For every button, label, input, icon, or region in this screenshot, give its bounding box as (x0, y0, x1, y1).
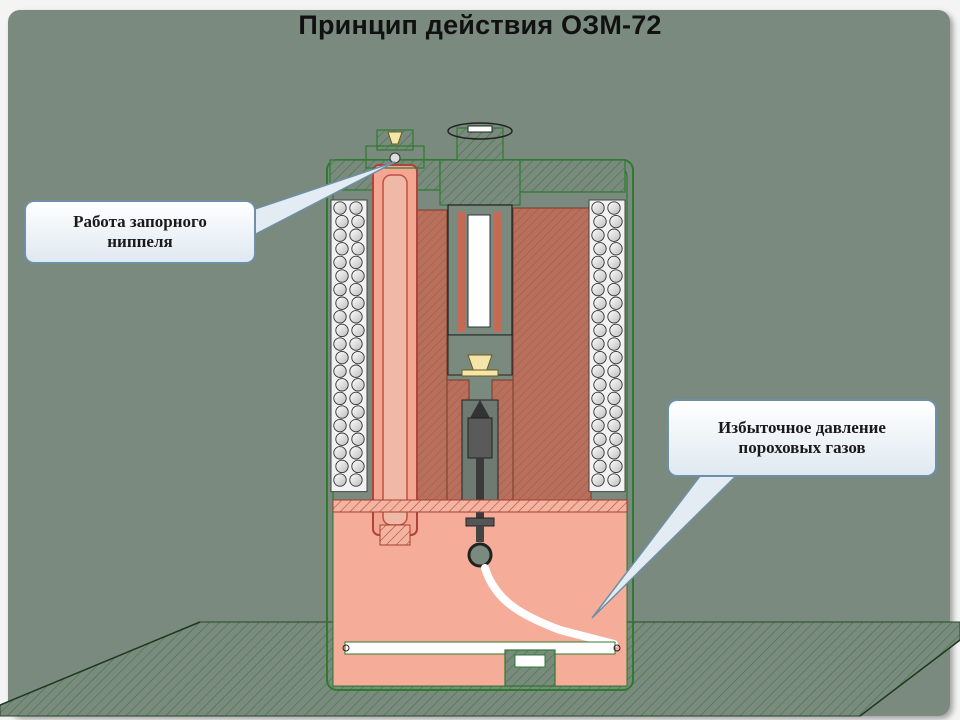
fragment-ball (591, 201, 605, 215)
fragment-ball (609, 378, 623, 392)
fragment-ball (591, 228, 605, 242)
fragment-ball (349, 282, 363, 297)
fragment-ball (607, 446, 621, 460)
fragment-ball (607, 228, 621, 242)
fragment-ball (351, 350, 365, 365)
fragment-ball (607, 282, 621, 297)
fragment-ball (609, 350, 623, 365)
fragment-ball (349, 255, 363, 270)
fragment-ball (349, 473, 363, 487)
fragment-ball (351, 405, 365, 419)
fragments-left (330, 199, 368, 493)
fragment-ball (591, 337, 605, 351)
support-plate (332, 499, 628, 513)
fragment-ball (333, 473, 347, 487)
fragment-ball (333, 201, 347, 215)
callout-gas-pressure: Избыточное давление пороховых газов (667, 399, 937, 477)
fragment-ball (607, 337, 621, 351)
fragment-ball (333, 282, 347, 297)
fragment-ball (349, 364, 363, 378)
fragment-ball (591, 255, 605, 270)
fragment-ball (593, 350, 607, 365)
nipple-tube (365, 129, 425, 546)
fragment-ball (593, 214, 607, 229)
fragment-ball (349, 228, 363, 242)
fragment-ball (333, 228, 347, 242)
fragment-ball (349, 310, 363, 324)
fragment-ball (335, 269, 349, 283)
fragment-ball (609, 432, 623, 446)
fragment-ball (591, 310, 605, 324)
fragment-ball (609, 269, 623, 283)
fragment-ball (333, 310, 347, 324)
fragment-ball (351, 214, 365, 229)
fragment-ball (333, 255, 347, 270)
fragment-ball (593, 323, 607, 338)
gas-channel (342, 564, 621, 687)
fragment-ball (607, 201, 621, 215)
fragment-ball (591, 391, 605, 406)
fragment-ball (351, 296, 365, 310)
fragment-ball (349, 446, 363, 460)
fragment-ball (607, 310, 621, 324)
fragment-ball (351, 323, 365, 338)
fragment-ball (349, 337, 363, 351)
fragment-ball (335, 323, 349, 338)
callout-shutoff-nipple-text: Работа запорного ниппеля (73, 212, 207, 251)
fuse-well (439, 122, 521, 377)
fragment-ball (609, 214, 623, 229)
fragment-ball (593, 269, 607, 283)
fragment-ball (333, 418, 347, 433)
fragment-ball (351, 432, 365, 446)
fragments-right (588, 199, 626, 493)
fragment-ball (335, 432, 349, 446)
fragment-ball (335, 405, 349, 419)
fragment-ball (609, 459, 623, 474)
fragment-ball (607, 255, 621, 270)
fragment-ball (593, 405, 607, 419)
fragment-ball (351, 242, 365, 256)
callout-shutoff-nipple: Работа запорного ниппеля (24, 200, 256, 264)
fragment-ball (609, 405, 623, 419)
fragment-ball (609, 296, 623, 310)
fragment-ball (591, 418, 605, 433)
fragment-ball (333, 337, 347, 351)
fragment-ball (335, 459, 349, 474)
fragment-ball (335, 296, 349, 310)
fragment-ball (349, 418, 363, 433)
striker (461, 399, 499, 568)
fragment-ball (593, 432, 607, 446)
fragment-ball (607, 364, 621, 378)
fragment-ball (333, 446, 347, 460)
page-title: Принцип действия ОЗМ-72 (298, 10, 662, 40)
fragment-ball (333, 364, 347, 378)
fragment-ball (609, 323, 623, 338)
fragment-ball (593, 378, 607, 392)
fragment-ball (335, 242, 349, 256)
fragment-ball (593, 459, 607, 474)
fragment-ball (591, 282, 605, 297)
fragment-ball (335, 378, 349, 392)
fragment-ball (609, 242, 623, 256)
fragment-ball (607, 391, 621, 406)
fragment-ball (591, 473, 605, 487)
fragment-ball (607, 473, 621, 487)
fragment-ball (351, 378, 365, 392)
fragment-ball (351, 459, 365, 474)
fragment-ball (351, 269, 365, 283)
fragment-ball (333, 391, 347, 406)
fragment-ball (591, 446, 605, 460)
fragment-ball (607, 418, 621, 433)
fragment-ball (335, 350, 349, 365)
callout-gas-pressure-text: Избыточное давление пороховых газов (718, 418, 886, 457)
fragment-ball (593, 242, 607, 256)
fragment-ball (335, 214, 349, 229)
fragment-ball (593, 296, 607, 310)
fragment-ball (349, 391, 363, 406)
fragment-ball (591, 364, 605, 378)
fragment-ball (349, 201, 363, 215)
